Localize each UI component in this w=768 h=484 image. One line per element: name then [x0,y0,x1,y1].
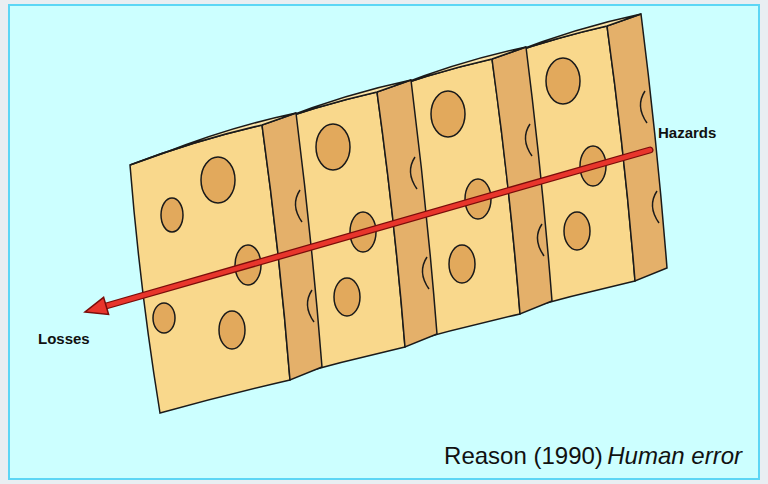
citation: Reason (1990) Human error [444,442,742,470]
loss-label: Losses [38,330,90,347]
citation-title: Human error [607,442,742,469]
hazard-label: Hazards [658,124,716,141]
citation-text: Reason (1990) [444,442,603,469]
